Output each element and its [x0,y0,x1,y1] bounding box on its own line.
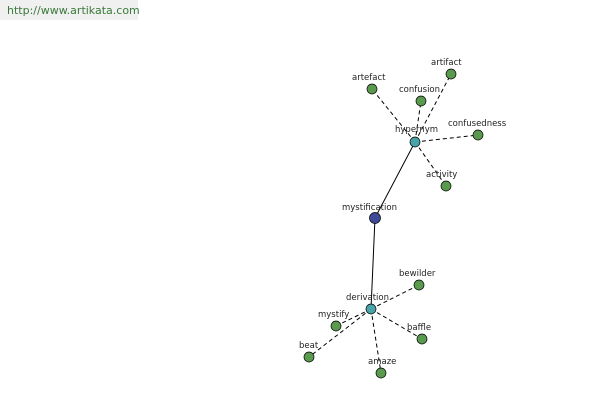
node-confusion[interactable] [415,95,427,107]
node-mystify[interactable] [330,320,342,332]
label-baffle[interactable]: baffle [407,323,431,333]
graph-labels: mystification hypernym derivation artefact a… [299,58,507,367]
edge-hypernym-artefact [371,88,416,143]
edge-derivation-bewilder [370,284,420,310]
node-artefact[interactable] [366,83,378,95]
node-artifact[interactable] [445,68,457,80]
label-beat[interactable]: beat [299,341,319,351]
edge-hypernym-confusion [414,100,422,143]
edge-mystification-derivation [370,217,376,310]
node-beat[interactable] [303,351,315,363]
node-confusedness[interactable] [472,129,484,141]
label-confusion[interactable]: confusion [399,85,440,95]
node-hypernym[interactable] [409,136,421,148]
edge-hypernym-artifact [414,73,452,143]
edge-mystification-hypernym [374,141,416,219]
node-derivation[interactable] [365,303,377,315]
node-activity[interactable] [440,180,452,192]
label-artefact[interactable]: artefact [352,73,386,83]
edge-hypernym-activity [414,141,447,187]
label-mystify[interactable]: mystify [318,310,349,320]
edge-derivation-baffle [370,308,423,340]
label-derivation[interactable]: derivation [346,293,389,303]
label-mystification[interactable]: mystification [342,203,397,213]
edge-derivation-amaze [370,308,382,374]
label-activity[interactable]: activity [426,170,457,180]
label-amaze[interactable]: amaze [368,357,396,367]
site-url-link[interactable]: http://www.artikata.com [0,0,140,20]
label-artifact[interactable]: artifact [431,58,462,68]
node-bewilder[interactable] [413,279,425,291]
node-amaze[interactable] [375,367,387,379]
label-bewilder[interactable]: bewilder [399,269,436,279]
node-mystification[interactable] [369,212,381,224]
label-confusedness[interactable]: confusedness [448,119,507,129]
edge-derivation-beat [308,308,372,358]
graph-edges [308,73,479,374]
edge-hypernym-confusedness [414,134,479,143]
node-baffle[interactable] [416,333,428,345]
graph-nodes [303,68,484,379]
label-hypernym[interactable]: hypernym [395,125,438,135]
